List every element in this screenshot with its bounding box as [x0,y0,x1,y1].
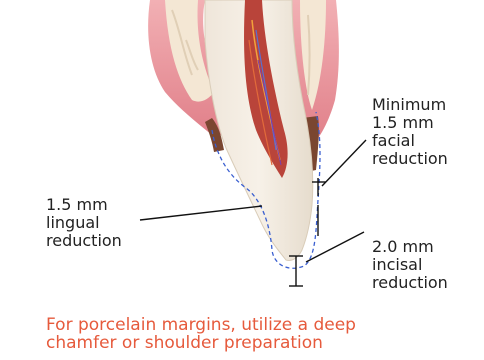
lingual-reduction-leader [140,206,262,220]
facial-reduction-label: Minimum 1.5 mm facial reduction [372,96,448,168]
caption: For porcelain margins, utilize a deep ch… [46,316,356,352]
caption-line-1: For porcelain margins, utilize a deep [46,316,356,334]
lingual-reduction-label: 1.5 mm lingual reduction [46,196,122,250]
incisal-reduction-label: 2.0 mm incisal reduction [372,238,448,292]
caption-line-2: chamfer or shoulder preparation [46,334,356,352]
